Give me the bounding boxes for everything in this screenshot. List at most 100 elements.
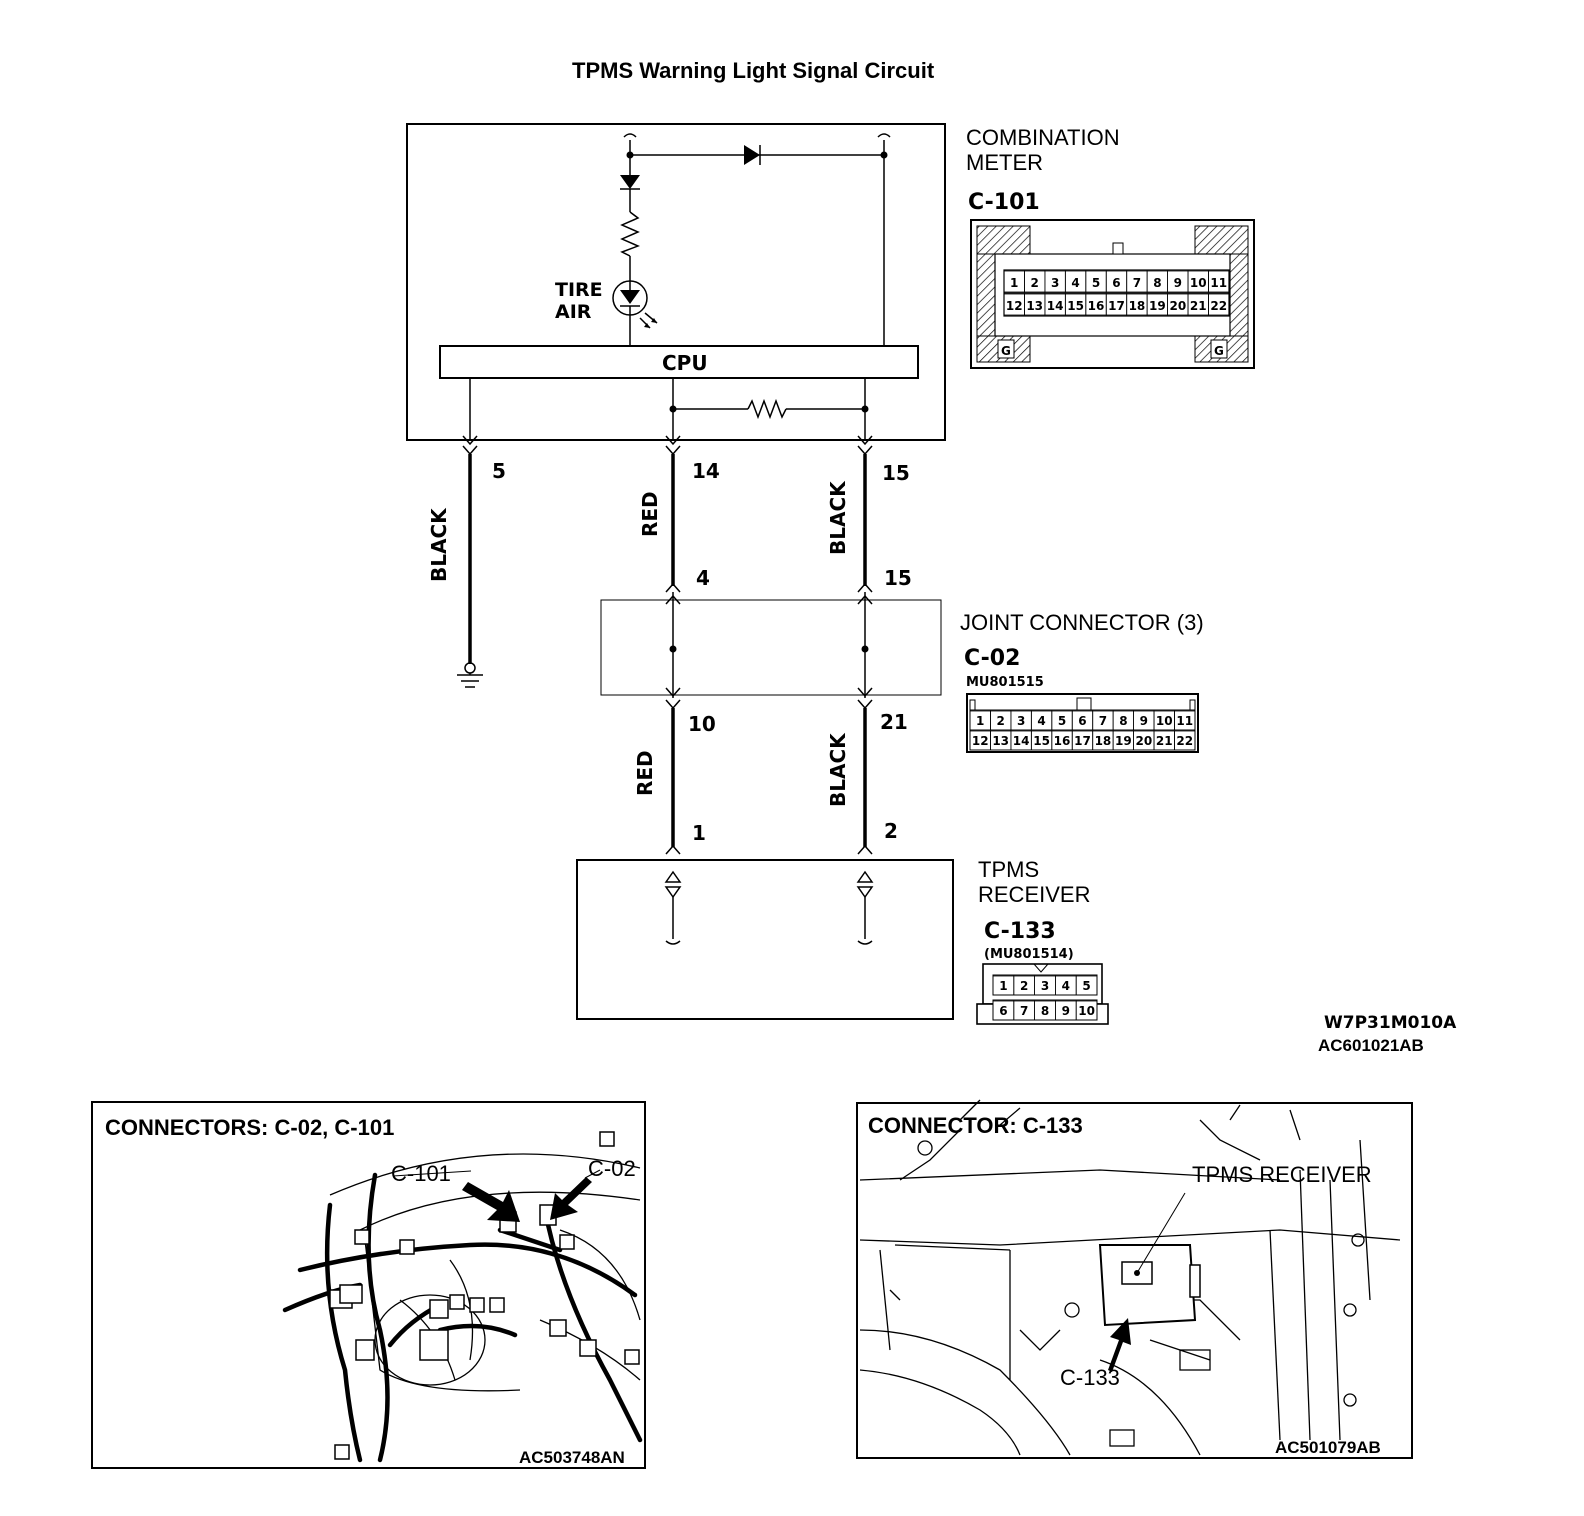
pin-number: 5	[492, 459, 506, 483]
panel-left-title: CONNECTORS: C-02, C-101	[105, 1115, 394, 1140]
panel-right-title: CONNECTOR: C-133	[868, 1113, 1083, 1138]
receiver-internal-pins	[664, 870, 874, 945]
diagram-title: TPMS Warning Light Signal Circuit	[572, 58, 935, 83]
connector-pin-number: 4	[1062, 979, 1070, 993]
connector-pin-number: 9	[1140, 714, 1148, 728]
pin-number: 4	[696, 566, 710, 590]
connector-pin-number: 2	[1020, 979, 1028, 993]
part-number: (MU801514)	[984, 947, 1074, 962]
connector-pin-number: 14	[1047, 299, 1064, 313]
connector-pin-number: 3	[1051, 276, 1059, 290]
ground-mark: G	[1001, 344, 1011, 358]
joint-connector-label: JOINT CONNECTOR (3)	[960, 610, 1204, 635]
connector-pin-number: 17	[1074, 734, 1091, 748]
tpms-receiver-box	[576, 859, 954, 1020]
connector-pin-number: 8	[1153, 276, 1161, 290]
diode-icon	[620, 175, 640, 189]
connector-pin-number: 9	[1174, 276, 1182, 290]
connector-pin-cell	[1075, 1000, 1098, 1021]
connector-pin-number: 13	[1026, 299, 1043, 313]
wire-color-label: BLACK	[826, 732, 850, 807]
callout-c101: C-101	[391, 1161, 451, 1186]
connector-pin-number: 4	[1071, 276, 1079, 290]
lamp-label: TIRE	[555, 279, 603, 301]
ground-mark: G	[1214, 344, 1224, 358]
connector-c101-label: C-101	[968, 190, 1040, 215]
connector-pin-number: 10	[1156, 714, 1173, 728]
connector-pin-number: 17	[1108, 299, 1125, 313]
combination-meter-label: COMBINATION	[966, 125, 1120, 150]
connector-pin-number: 7	[1020, 1004, 1028, 1018]
wire-color-label: BLACK	[427, 507, 451, 582]
connector-pin-number: 10	[1078, 1004, 1095, 1018]
connector-pin-number: 15	[1067, 299, 1084, 313]
connector-pin-number: 1	[999, 979, 1007, 993]
connector-pin-number: 18	[1129, 299, 1146, 313]
meter-internal-circuit	[469, 133, 891, 440]
connector-pin-number: 14	[1013, 734, 1030, 748]
connector-c133-label: C-133	[984, 919, 1056, 944]
wire-color-label: RED	[638, 491, 662, 537]
pin-number: 15	[884, 566, 912, 590]
callout-c02: C-02	[588, 1156, 636, 1181]
connector-pin-number: 3	[1041, 979, 1049, 993]
connector-pin-number: 10	[1190, 276, 1207, 290]
connector-pin-number: 13	[992, 734, 1009, 748]
panel-left-code: AC503748AN	[519, 1448, 625, 1467]
connector-pin-number: 11	[1176, 714, 1193, 728]
connector-pin-number: 2	[1030, 276, 1038, 290]
connector-c02-label: C-02	[964, 646, 1020, 671]
part-number: MU801515	[966, 675, 1044, 690]
joint-connector-box	[600, 599, 942, 696]
combination-meter-label: METER	[966, 150, 1043, 175]
pin-number: 1	[692, 821, 706, 845]
connector-pin-number: 16	[1054, 734, 1071, 748]
arrow-icon	[550, 1177, 592, 1220]
cpu-block	[439, 345, 919, 379]
connector-location-panel-right	[856, 1099, 1413, 1459]
connector-location-panel-left	[91, 1101, 646, 1469]
cpu-label: CPU	[662, 351, 708, 375]
connector-pin-number: 22	[1210, 299, 1227, 313]
connector-pin-cell	[1208, 270, 1230, 293]
connector-pin-number: 22	[1176, 734, 1193, 748]
connector-pin-number: 1	[1010, 276, 1018, 290]
connector-pin-number: 6	[1112, 276, 1120, 290]
arrow-icon	[462, 1182, 520, 1222]
connector-pin-number: 19	[1149, 299, 1166, 313]
diagram-code: AC601021AB	[1318, 1036, 1424, 1055]
connector-pin-number: 20	[1169, 299, 1186, 313]
connector-pin-cell	[1075, 975, 1098, 996]
connector-pin-number: 20	[1135, 734, 1152, 748]
connector-pin-cell	[1208, 293, 1230, 316]
wire-color-label: RED	[633, 750, 657, 796]
connector-pin-number: 21	[1156, 734, 1173, 748]
tpms-receiver-label: RECEIVER	[978, 882, 1090, 907]
pin-number: 10	[688, 712, 716, 736]
connector-pin-number: 6	[1078, 714, 1086, 728]
diode-icon	[744, 145, 760, 165]
callout-c133: C-133	[1060, 1365, 1120, 1390]
connector-pin-cell	[1174, 710, 1196, 731]
wire-color-label: BLACK	[826, 480, 850, 555]
connector-pin-number: 5	[1092, 276, 1100, 290]
connector-pin-number: 6	[999, 1004, 1007, 1018]
connector-pin-number: 7	[1133, 276, 1141, 290]
connector-pin-number: 12	[1006, 299, 1023, 313]
resistor-icon	[620, 211, 640, 257]
connector-pin-number: 9	[1062, 1004, 1070, 1018]
pin-number: 21	[880, 710, 908, 734]
connector-pin-cell	[1174, 730, 1196, 751]
wire-harness	[457, 435, 873, 855]
connector-pin-number: 8	[1041, 1004, 1049, 1018]
panel-right-code: AC501079AB	[1275, 1438, 1381, 1457]
arrow-icon	[1108, 1318, 1131, 1372]
connector-pin-number: 7	[1099, 714, 1107, 728]
connector-pin-number: 2	[996, 714, 1004, 728]
connector-pin-number: 21	[1190, 299, 1207, 313]
connector-pin-number: 19	[1115, 734, 1132, 748]
